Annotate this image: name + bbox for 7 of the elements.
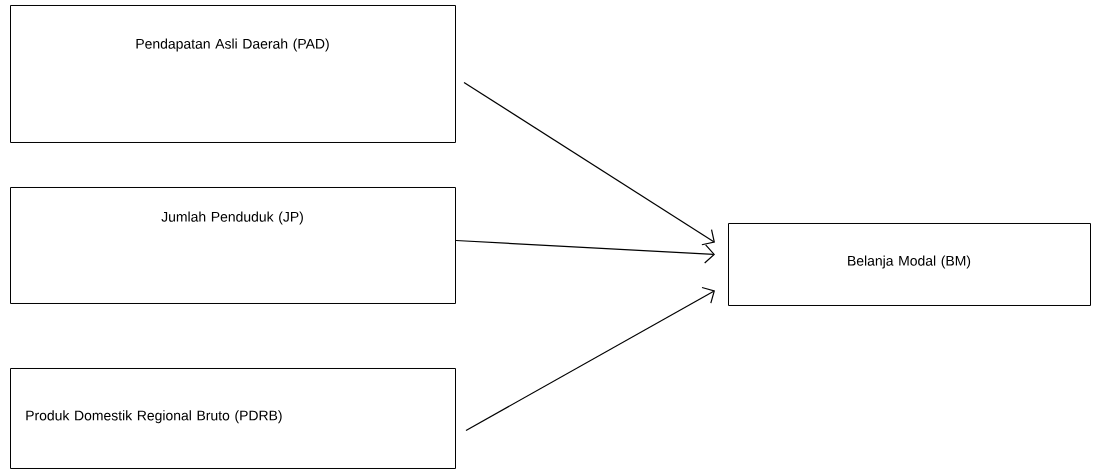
arrow <box>465 286 715 432</box>
text-box: Belanja Modal (BM) <box>728 223 1091 306</box>
text-box: Pendapatan Asli Daerah (PAD) <box>10 5 456 143</box>
text-box: Jumlah Penduduk (JP) <box>10 187 456 304</box>
text-box: Produk Domestik Regional Bruto (PDRB) <box>10 368 456 469</box>
arrow <box>455 239 715 264</box>
arrow <box>463 81 715 246</box>
